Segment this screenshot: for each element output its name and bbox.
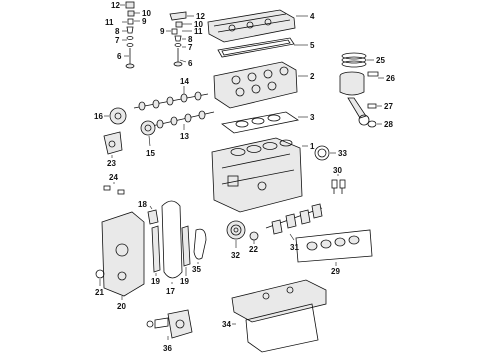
head-gasket [221, 111, 300, 134]
connecting-rod [347, 97, 377, 126]
callout-22: 22 [249, 245, 258, 254]
callout-2: 2 [310, 72, 315, 81]
oil-seal [314, 145, 330, 161]
chain-guide-35 [193, 228, 207, 260]
callout-15: 15 [146, 149, 155, 158]
rod-bearing-cap [367, 120, 377, 128]
chain-guide-left [151, 225, 161, 273]
callout-34: 34 [222, 320, 231, 329]
callout-1: 1 [310, 142, 315, 151]
valve-train-right [169, 11, 187, 67]
callout-24: 24 [109, 173, 118, 182]
callout-26: 26 [386, 74, 395, 83]
timing-bracket [103, 131, 123, 155]
timing-cover [101, 211, 145, 297]
piston-rings [341, 52, 367, 68]
callout-4: 4 [310, 12, 315, 21]
callout-33: 33 [338, 149, 347, 158]
oil-pump [146, 309, 193, 339]
crank-pulley [226, 220, 246, 240]
callout-17: 17 [166, 287, 175, 296]
callout-14: 14 [180, 77, 189, 86]
piston [339, 71, 379, 96]
callout-16: 16 [94, 112, 103, 121]
clips [103, 185, 125, 195]
main-bearings [295, 229, 373, 263]
callout-28: 28 [384, 120, 393, 129]
callout-13: 13 [180, 132, 189, 141]
engine-block [211, 137, 303, 213]
callout-12-right: 12 [196, 12, 205, 21]
oil-pan [231, 279, 327, 353]
callout-36: 36 [163, 344, 172, 353]
chain-guide-right [181, 225, 191, 267]
cover-gasket [217, 37, 295, 58]
crank-key [249, 231, 259, 241]
callout-7-right: 7 [188, 43, 193, 52]
callout-27: 27 [384, 102, 393, 111]
callout-19-right: 19 [180, 277, 189, 286]
bearing-cap-bolts [331, 179, 346, 194]
callout-20: 20 [117, 302, 126, 311]
callout-6-left: 6 [117, 52, 122, 61]
callout-35: 35 [192, 265, 201, 274]
callout-21: 21 [95, 288, 104, 297]
callout-19-left: 19 [151, 277, 160, 286]
timing-chain [161, 200, 183, 279]
callout-12-left: 12 [111, 1, 120, 10]
leader-15 [148, 135, 151, 147]
callout-10-right: 10 [194, 20, 203, 29]
callout-31: 31 [290, 243, 299, 252]
callout-9-right: 9 [160, 27, 165, 36]
callout-11-left: 11 [105, 18, 114, 27]
valve-train-left [125, 1, 135, 69]
valve-cover [207, 9, 296, 43]
callout-30: 30 [333, 166, 342, 175]
callout-3: 3 [310, 113, 315, 122]
leader-6-right [179, 59, 187, 63]
callout-23: 23 [107, 159, 116, 168]
cylinder-head [213, 61, 298, 109]
cam-sprocket [109, 107, 127, 125]
timing-cover-seal [95, 269, 105, 279]
leader-31 [289, 233, 295, 241]
intake-camshaft [133, 91, 209, 111]
crankshaft [265, 203, 323, 235]
callout-29: 29 [331, 267, 340, 276]
chain-tensioner [147, 209, 159, 225]
callout-6-right: 6 [188, 59, 193, 68]
exhaust-camshaft [151, 110, 215, 129]
callout-32: 32 [231, 251, 240, 260]
callout-9-left: 9 [142, 17, 147, 26]
leader-18 [149, 205, 153, 210]
callout-5: 5 [310, 41, 315, 50]
callout-8-right: 8 [188, 35, 193, 44]
callout-18: 18 [138, 200, 147, 209]
callout-8-left: 8 [115, 27, 120, 36]
cam-pulley [140, 120, 156, 136]
callout-11-right: 11 [194, 27, 203, 36]
callout-7-left: 7 [115, 36, 120, 45]
callout-25: 25 [376, 56, 385, 65]
callout-10-left: 10 [142, 9, 151, 18]
